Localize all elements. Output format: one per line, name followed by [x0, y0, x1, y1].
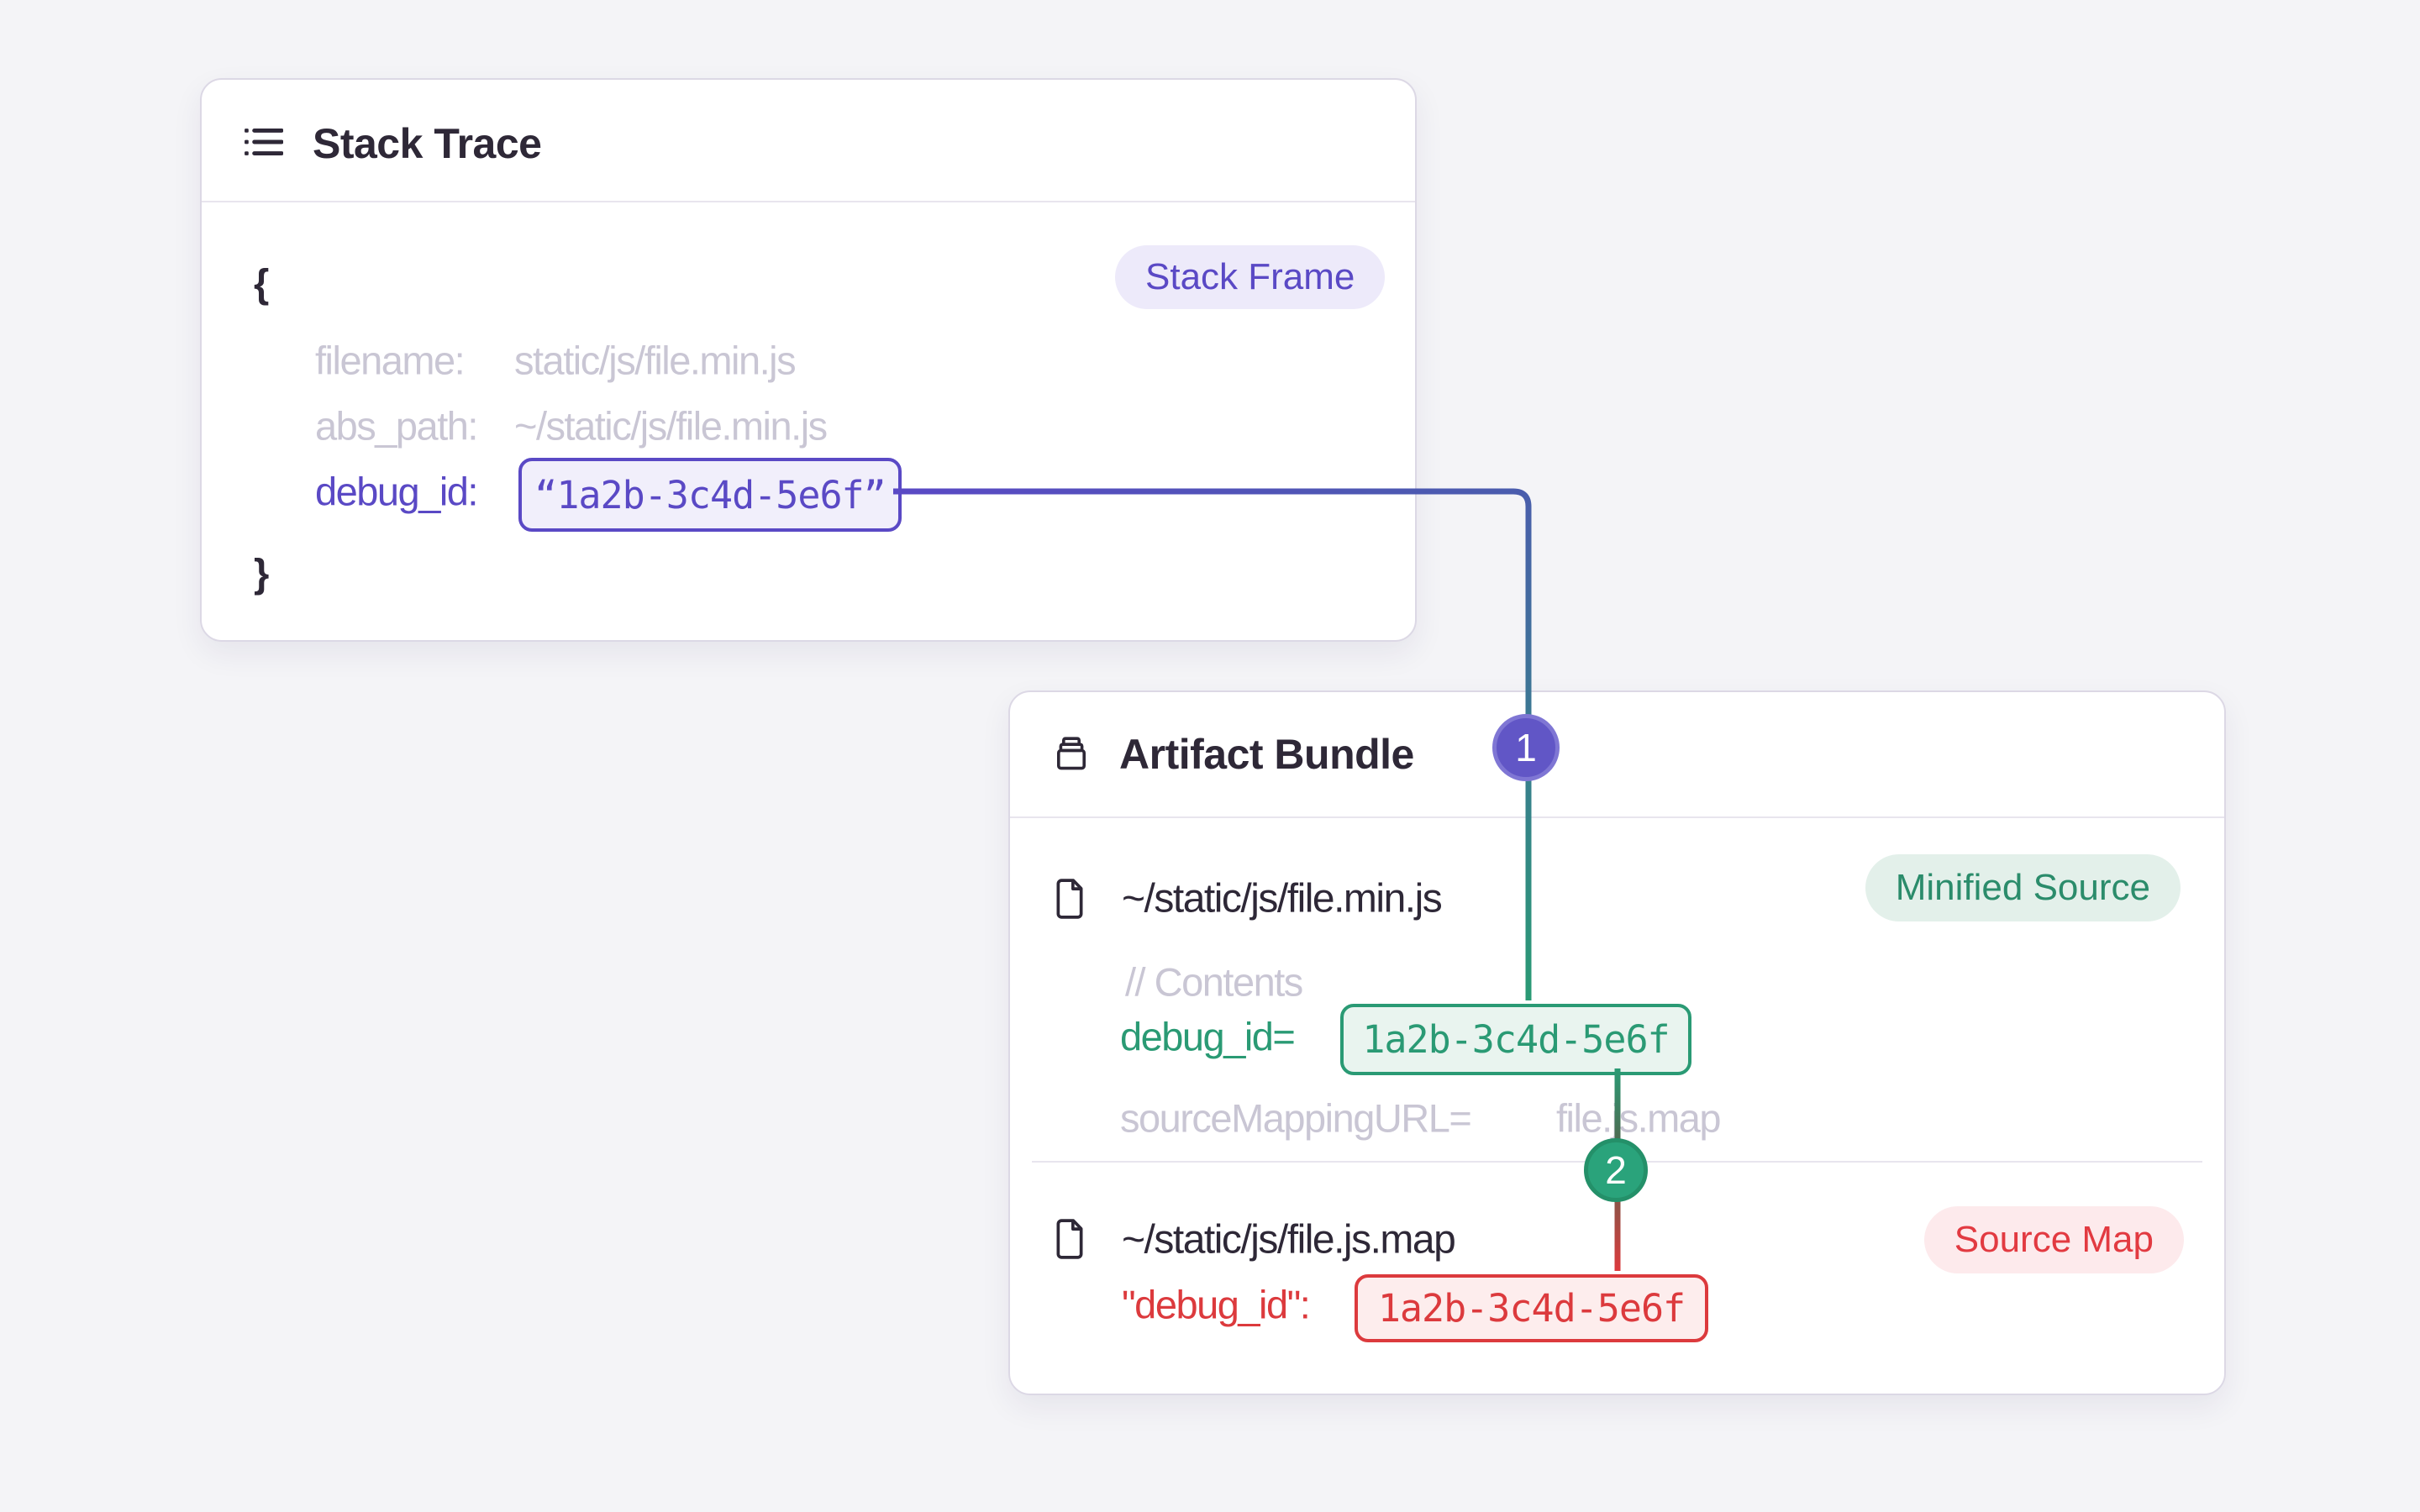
- contents-comment: // Contents: [1125, 959, 1303, 1005]
- filename-key: filename:: [315, 338, 466, 383]
- artifact-bundle-card: Artifact Bundle ~/static/js/file.min.js …: [1008, 690, 2226, 1395]
- stack-trace-card: Stack Trace Stack Frame { filename: stat…: [200, 78, 1417, 642]
- debug-id-key: debug_id:: [315, 469, 478, 514]
- step-2-marker: 2: [1584, 1138, 1648, 1202]
- abs-path-value: ~/static/js/file.min.js: [514, 403, 828, 449]
- abs-path-key: abs_path:: [315, 403, 478, 449]
- bundle-debug-id-value: 1a2b-3c4d-5e6f: [1362, 1017, 1670, 1062]
- stack-trace-header: Stack Trace: [202, 80, 1415, 202]
- list-icon: [244, 125, 284, 163]
- bundle-debug-id-key: debug_id=: [1120, 1014, 1296, 1059]
- debug-id-value-box: “1a2b-3c4d-5e6f”: [518, 458, 902, 532]
- filename-value: static/js/file.min.js: [514, 338, 797, 383]
- close-brace: }: [254, 550, 269, 596]
- source-mapping-value: file.js.map: [1556, 1095, 1722, 1141]
- debug-id-value: “1a2b-3c4d-5e6f”: [534, 472, 886, 517]
- step-1-marker: 1: [1492, 714, 1560, 781]
- sourcemap-file-name: ~/static/js/file.js.map: [1122, 1217, 1456, 1263]
- sourcemap-debug-id-value: 1a2b-3c4d-5e6f: [1377, 1286, 1686, 1331]
- source-mapping-key: sourceMappingURL=: [1120, 1095, 1472, 1141]
- minified-file-name: ~/static/js/file.min.js: [1122, 876, 1443, 921]
- sourcemap-debug-id-key: "debug_id":: [1122, 1282, 1311, 1327]
- minified-source-badge: Minified Source: [1865, 854, 2181, 921]
- artifact-bundle-header: Artifact Bundle: [1010, 692, 2224, 818]
- bundle-debug-id-value-box: 1a2b-3c4d-5e6f: [1340, 1004, 1691, 1075]
- artifact-bundle-title: Artifact Bundle: [1119, 731, 1414, 778]
- open-brace: {: [254, 260, 269, 306]
- source-map-badge: Source Map: [1923, 1206, 2184, 1273]
- file-icon: [1052, 1215, 1087, 1267]
- sourcemap-debug-id-value-box: 1a2b-3c4d-5e6f: [1355, 1274, 1708, 1342]
- file-icon: [1052, 875, 1087, 927]
- stack-frame-badge: Stack Frame: [1115, 245, 1386, 309]
- archive-box-icon: [1051, 734, 1092, 779]
- stack-trace-title: Stack Trace: [313, 120, 542, 167]
